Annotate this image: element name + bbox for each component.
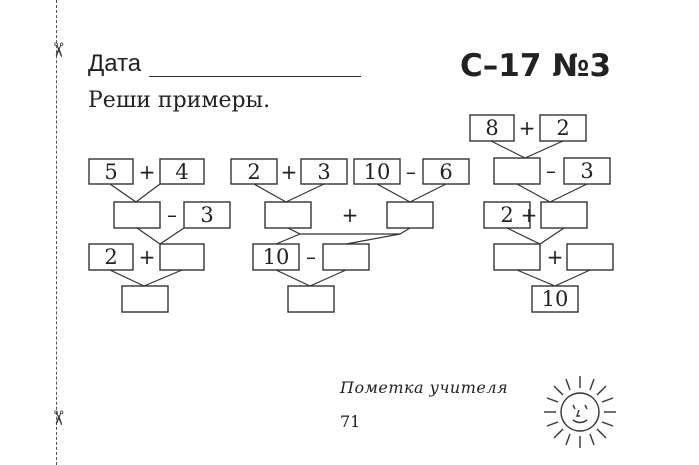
answer-box[interactable] — [322, 243, 370, 271]
number-box[interactable] — [563, 157, 611, 185]
page-number: 71 — [340, 412, 361, 431]
number-box[interactable] — [88, 158, 134, 185]
number-box[interactable] — [230, 158, 278, 185]
connector-line — [376, 183, 447, 203]
answer-box[interactable] — [159, 243, 205, 271]
plus-sign: + — [139, 160, 156, 184]
number-4: 4 — [175, 160, 188, 184]
number-5: 5 — [104, 160, 117, 184]
plus-sign: + — [521, 203, 538, 227]
number-box[interactable] — [353, 158, 401, 185]
minus-sign: – — [406, 160, 416, 184]
plus-sign: + — [342, 203, 359, 227]
answer-box[interactable] — [264, 201, 312, 229]
number-2: 2 — [556, 116, 569, 140]
date-input-line[interactable] — [149, 76, 361, 77]
minus-sign: – — [306, 245, 316, 269]
card-title: С–17 №3 — [460, 48, 612, 84]
number-box[interactable] — [88, 243, 134, 271]
answer-box[interactable] — [493, 157, 541, 185]
number-box[interactable] — [159, 158, 205, 185]
result-value: 10 — [542, 287, 569, 311]
number-box[interactable] — [422, 158, 470, 185]
sun-smiley-icon — [544, 376, 616, 448]
connector-line — [136, 227, 185, 245]
result-box[interactable] — [287, 285, 335, 313]
minus-sign: – — [546, 159, 556, 183]
number-10: 10 — [364, 160, 391, 184]
connector-line — [275, 233, 301, 245]
number-2: 2 — [104, 245, 117, 269]
minus-sign: – — [167, 203, 177, 227]
answer-box[interactable] — [386, 201, 434, 229]
connector-line — [506, 227, 565, 245]
number-box[interactable] — [300, 158, 348, 185]
number-3: 3 — [200, 203, 213, 227]
result-box[interactable] — [121, 285, 169, 313]
connector-line — [275, 269, 347, 287]
answer-box[interactable] — [113, 201, 161, 229]
plus-sign: + — [281, 160, 298, 184]
number-box[interactable] — [252, 243, 300, 271]
number-6: 6 — [439, 160, 452, 184]
answer-box[interactable] — [493, 243, 541, 271]
number-3: 3 — [580, 159, 593, 183]
cut-line — [56, 0, 57, 465]
number-8: 8 — [485, 116, 498, 140]
connector-line — [109, 269, 183, 287]
plus-sign: + — [519, 116, 536, 140]
exercise-tree-2: 2 + 3 10 – 6 + 10 – — [230, 158, 470, 313]
connector-line — [345, 233, 401, 245]
connector-line — [109, 183, 161, 203]
plus-sign: + — [547, 245, 564, 269]
teacher-note-label: Пометка учителя — [340, 378, 509, 397]
number-10: 10 — [263, 245, 290, 269]
result-box[interactable] — [531, 285, 579, 313]
plus-sign: + — [139, 245, 156, 269]
number-box[interactable] — [483, 201, 531, 229]
connector-line — [516, 269, 591, 287]
connector-line — [490, 140, 564, 159]
answer-box[interactable] — [540, 201, 588, 229]
number-2: 2 — [500, 203, 513, 227]
instruction-text: Реши примеры. — [88, 88, 271, 113]
number-box[interactable] — [183, 201, 231, 229]
connector-line — [287, 227, 411, 235]
number-box[interactable] — [469, 114, 515, 142]
connector-line — [253, 183, 325, 203]
exercise-tree-1: 5 + 4 – 3 2 + — [88, 158, 231, 313]
number-box[interactable] — [539, 114, 587, 142]
number-3: 3 — [317, 160, 330, 184]
date-label: Дата — [88, 50, 142, 77]
answer-box[interactable] — [566, 243, 614, 271]
exercise-tree-3: 8 + 2 – 3 2 + + 10 — [469, 114, 614, 313]
connector-line — [516, 183, 588, 203]
number-2: 2 — [247, 160, 260, 184]
